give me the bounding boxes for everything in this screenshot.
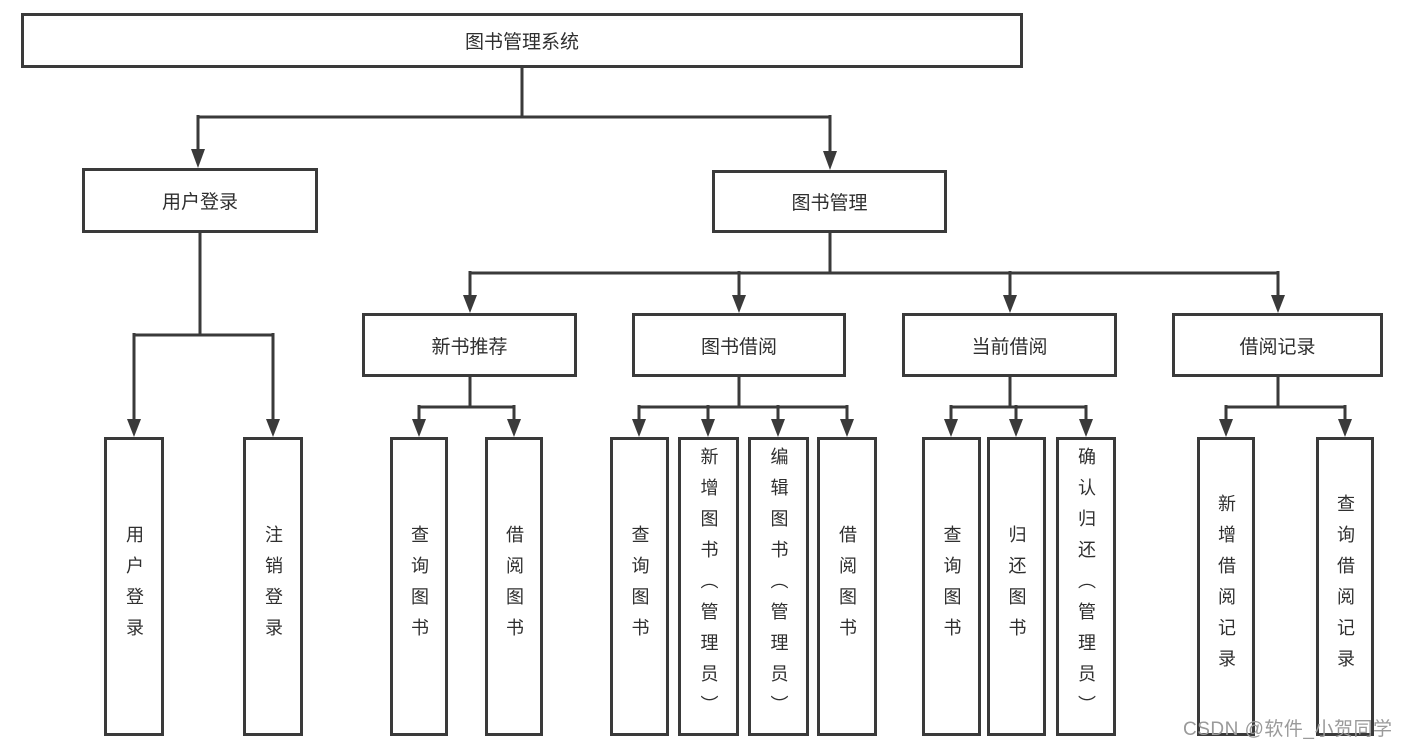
watermark: CSDN @软件_小贺同学	[1183, 719, 1393, 740]
node-new-book-recommend: 新书推荐	[362, 313, 577, 377]
node-book-management: 图书管理	[712, 170, 947, 233]
leaf-add-book-admin: 新增图书（管理员）	[678, 437, 739, 736]
leaf-logout: 注销登录	[243, 437, 303, 736]
connector-book-management-children	[463, 233, 1285, 313]
connector-borrow-records-children	[1219, 377, 1352, 437]
connector-current-borrow-children	[944, 377, 1093, 437]
node-book-borrow: 图书借阅	[632, 313, 846, 377]
leaf-query-book-current: 查询图书	[922, 437, 981, 736]
leaf-confirm-return-admin: 确认归还（管理员）	[1056, 437, 1116, 736]
node-borrow-records: 借阅记录	[1172, 313, 1383, 377]
leaf-query-borrow-record: 查询借阅记录	[1316, 437, 1374, 736]
leaf-borrow-book: 借阅图书	[817, 437, 877, 736]
leaf-user-login: 用户登录	[104, 437, 164, 736]
node-user-login: 用户登录	[82, 168, 318, 233]
leaf-query-book-borrow: 查询图书	[610, 437, 669, 736]
leaf-add-borrow-record: 新增借阅记录	[1197, 437, 1255, 736]
leaf-borrow-book-recommend: 借阅图书	[485, 437, 543, 736]
connector-new-book-recommend-children	[412, 377, 521, 437]
leaf-return-book: 归还图书	[987, 437, 1046, 736]
connector-root-to-level2	[191, 68, 837, 170]
leaf-edit-book-admin: 编辑图书（管理员）	[748, 437, 809, 736]
connector-book-borrow-children	[632, 377, 854, 437]
node-current-borrow: 当前借阅	[902, 313, 1117, 377]
connector-user-login-children	[127, 233, 280, 437]
leaf-query-book-recommend: 查询图书	[390, 437, 448, 736]
node-root-system: 图书管理系统	[21, 13, 1023, 68]
